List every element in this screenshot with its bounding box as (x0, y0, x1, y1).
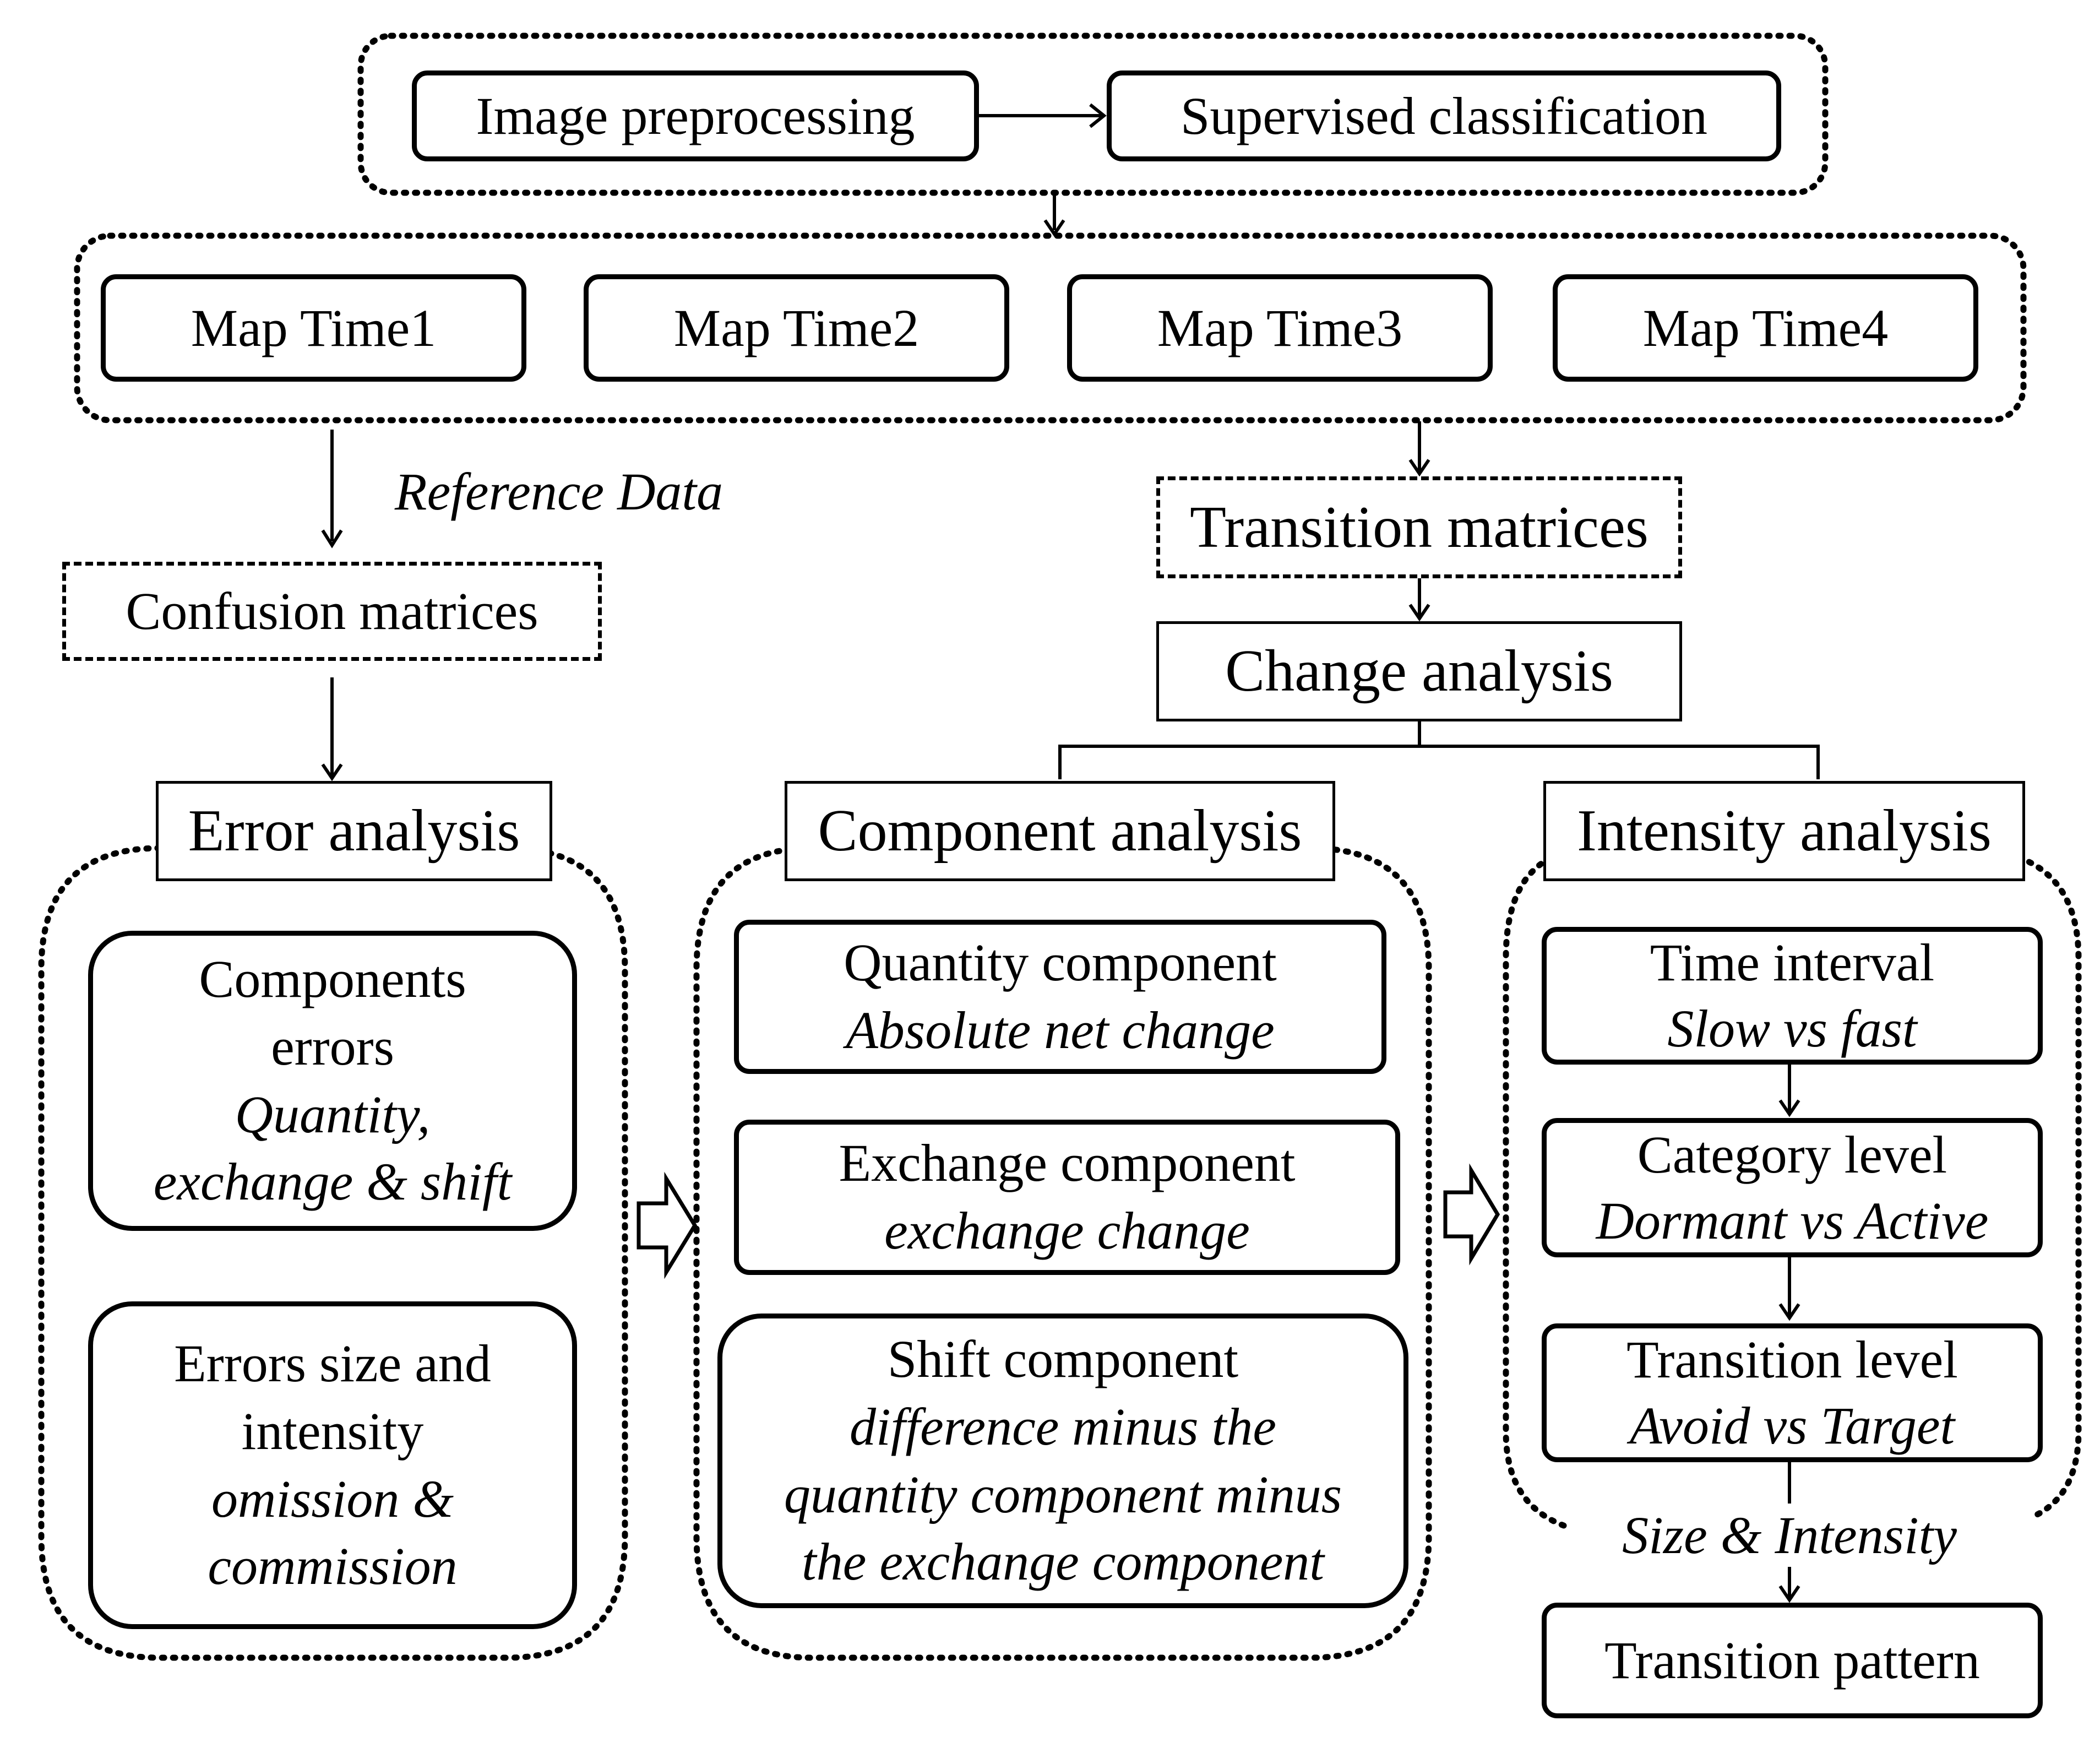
quantity-component-box: Quantity component Absolute net change (734, 920, 1386, 1074)
intensity-group (1503, 845, 2082, 1529)
supervised-classification-label: Supervised classification (1180, 86, 1708, 145)
time-interval-title: Time interval (1650, 933, 1935, 992)
component-group (693, 845, 1432, 1661)
category-level-box: Category level Dormant vs Active (1542, 1118, 2043, 1257)
shift-component-box: Shift component difference minus the qua… (717, 1314, 1408, 1608)
transition-level-box: Transition level Avoid vs Target (1542, 1323, 2043, 1462)
errors-size-line1: Errors size and (174, 1333, 491, 1393)
change-analysis-label: Change analysis (1225, 638, 1613, 704)
map-time4-label: Map Time4 (1642, 298, 1889, 357)
exchange-component-desc: exchange change (884, 1201, 1250, 1260)
error-analysis-title: Error analysis (188, 798, 520, 864)
intensity-analysis-title: Intensity analysis (1577, 798, 1992, 864)
image-preprocessing-box: Image preprocessing (412, 70, 979, 161)
exchange-component-title: Exchange component (839, 1133, 1296, 1193)
image-preprocessing-label: Image preprocessing (476, 86, 915, 145)
transition-matrices-label: Transition matrices (1190, 494, 1649, 560)
map-time1-label: Map Time1 (191, 298, 437, 357)
map-time3-box: Map Time3 (1067, 274, 1493, 382)
errors-size-line4: commission (208, 1537, 458, 1596)
errors-size-line2: intensity (241, 1401, 424, 1461)
time-interval-desc: Slow vs fast (1667, 999, 1917, 1058)
transition-matrices-box: Transition matrices (1156, 476, 1682, 578)
components-errors-line1: Components (199, 949, 466, 1008)
components-errors-line4: exchange & shift (153, 1152, 512, 1212)
preprocessing-group (357, 32, 1829, 196)
components-errors-line3: Quantity, (235, 1084, 431, 1144)
hollow-arrow-2 (1443, 1163, 1500, 1266)
shift-component-desc2: quantity component minus (784, 1464, 1342, 1524)
map-time1-box: Map Time1 (101, 274, 526, 382)
component-analysis-header: Component analysis (785, 781, 1335, 881)
map-time2-box: Map Time2 (584, 274, 1009, 382)
transition-pattern-label: Transition pattern (1604, 1631, 1980, 1690)
quantity-component-desc: Absolute net change (846, 1001, 1275, 1060)
confusion-matrices-box: Confusion matrices (62, 562, 602, 661)
component-analysis-title: Component analysis (818, 798, 1302, 864)
shift-component-title: Shift component (887, 1329, 1239, 1388)
category-level-title: Category level (1637, 1125, 1947, 1184)
transition-level-title: Transition level (1626, 1330, 1958, 1389)
quantity-component-title: Quantity component (844, 933, 1277, 992)
map-time4-box: Map Time4 (1553, 274, 1978, 382)
errors-size-line3: omission & (211, 1469, 454, 1528)
transition-level-desc: Avoid vs Target (1629, 1396, 1955, 1455)
maps-group (74, 232, 2027, 424)
transition-pattern-box: Transition pattern (1542, 1603, 2043, 1718)
change-analysis-box: Change analysis (1156, 621, 1682, 721)
intensity-analysis-header: Intensity analysis (1543, 781, 2025, 881)
supervised-classification-box: Supervised classification (1107, 70, 1781, 161)
size-intensity-label: Size & Intensity (1591, 1504, 1988, 1567)
exchange-component-box: Exchange component exchange change (734, 1120, 1400, 1275)
hollow-arrow-1 (636, 1171, 698, 1279)
components-errors-box: Components errors Quantity, exchange & s… (88, 931, 577, 1231)
reference-data-label: Reference Data (394, 462, 723, 521)
components-errors-line2: errors (271, 1017, 394, 1076)
shift-component-desc3: the exchange component (802, 1532, 1324, 1592)
confusion-matrices-label: Confusion matrices (126, 582, 538, 641)
map-time2-label: Map Time2 (673, 298, 920, 357)
time-interval-box: Time interval Slow vs fast (1542, 927, 2043, 1065)
shift-component-desc1: difference minus the (850, 1397, 1276, 1456)
map-time3-label: Map Time3 (1157, 298, 1403, 357)
errors-size-box: Errors size and intensity omission & com… (88, 1301, 577, 1629)
error-group (38, 845, 628, 1661)
error-analysis-header: Error analysis (156, 781, 552, 881)
category-level-desc: Dormant vs Active (1596, 1191, 1989, 1250)
